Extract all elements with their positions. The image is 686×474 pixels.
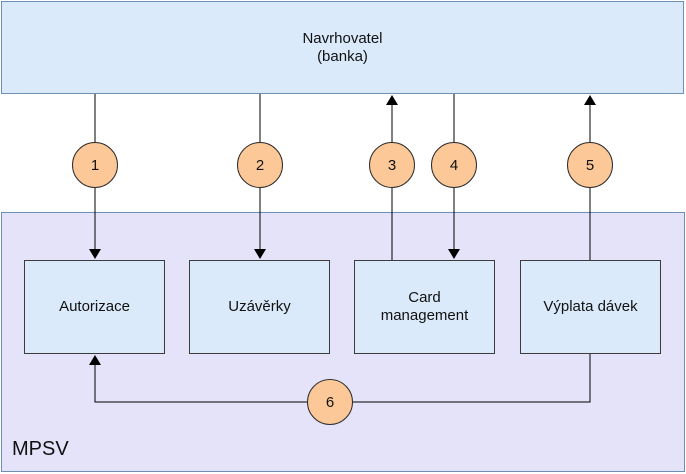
flow-number-3: 3 [369,142,415,188]
navrhovatel-subtitle: (banka) [317,47,368,65]
module-card-label-line1: Card [408,289,441,306]
flow-number-5: 5 [567,142,613,188]
flow-number-2: 2 [237,142,283,188]
module-autorizace-label: Autorizace [59,298,130,315]
module-uzaverky-label: Uzávěrky [228,298,291,315]
module-vyplata-davek: Výplata dávek [520,260,661,354]
module-card-label-line2: management [380,307,469,324]
flow-number-6: 6 [307,379,353,425]
navrhovatel-title: Navrhovatel [302,29,383,47]
module-uzaverky: Uzávěrky [189,260,330,354]
navrhovatel-box: Navrhovatel (banka) [1,1,684,94]
module-card-management: Card management [354,260,495,354]
module-autorizace: Autorizace [24,260,165,354]
mpsv-label: MPSV [12,438,69,460]
flow-number-4: 4 [431,142,477,188]
module-vyplata-label: Výplata dávek [543,298,638,315]
flow-number-1: 1 [72,142,118,188]
